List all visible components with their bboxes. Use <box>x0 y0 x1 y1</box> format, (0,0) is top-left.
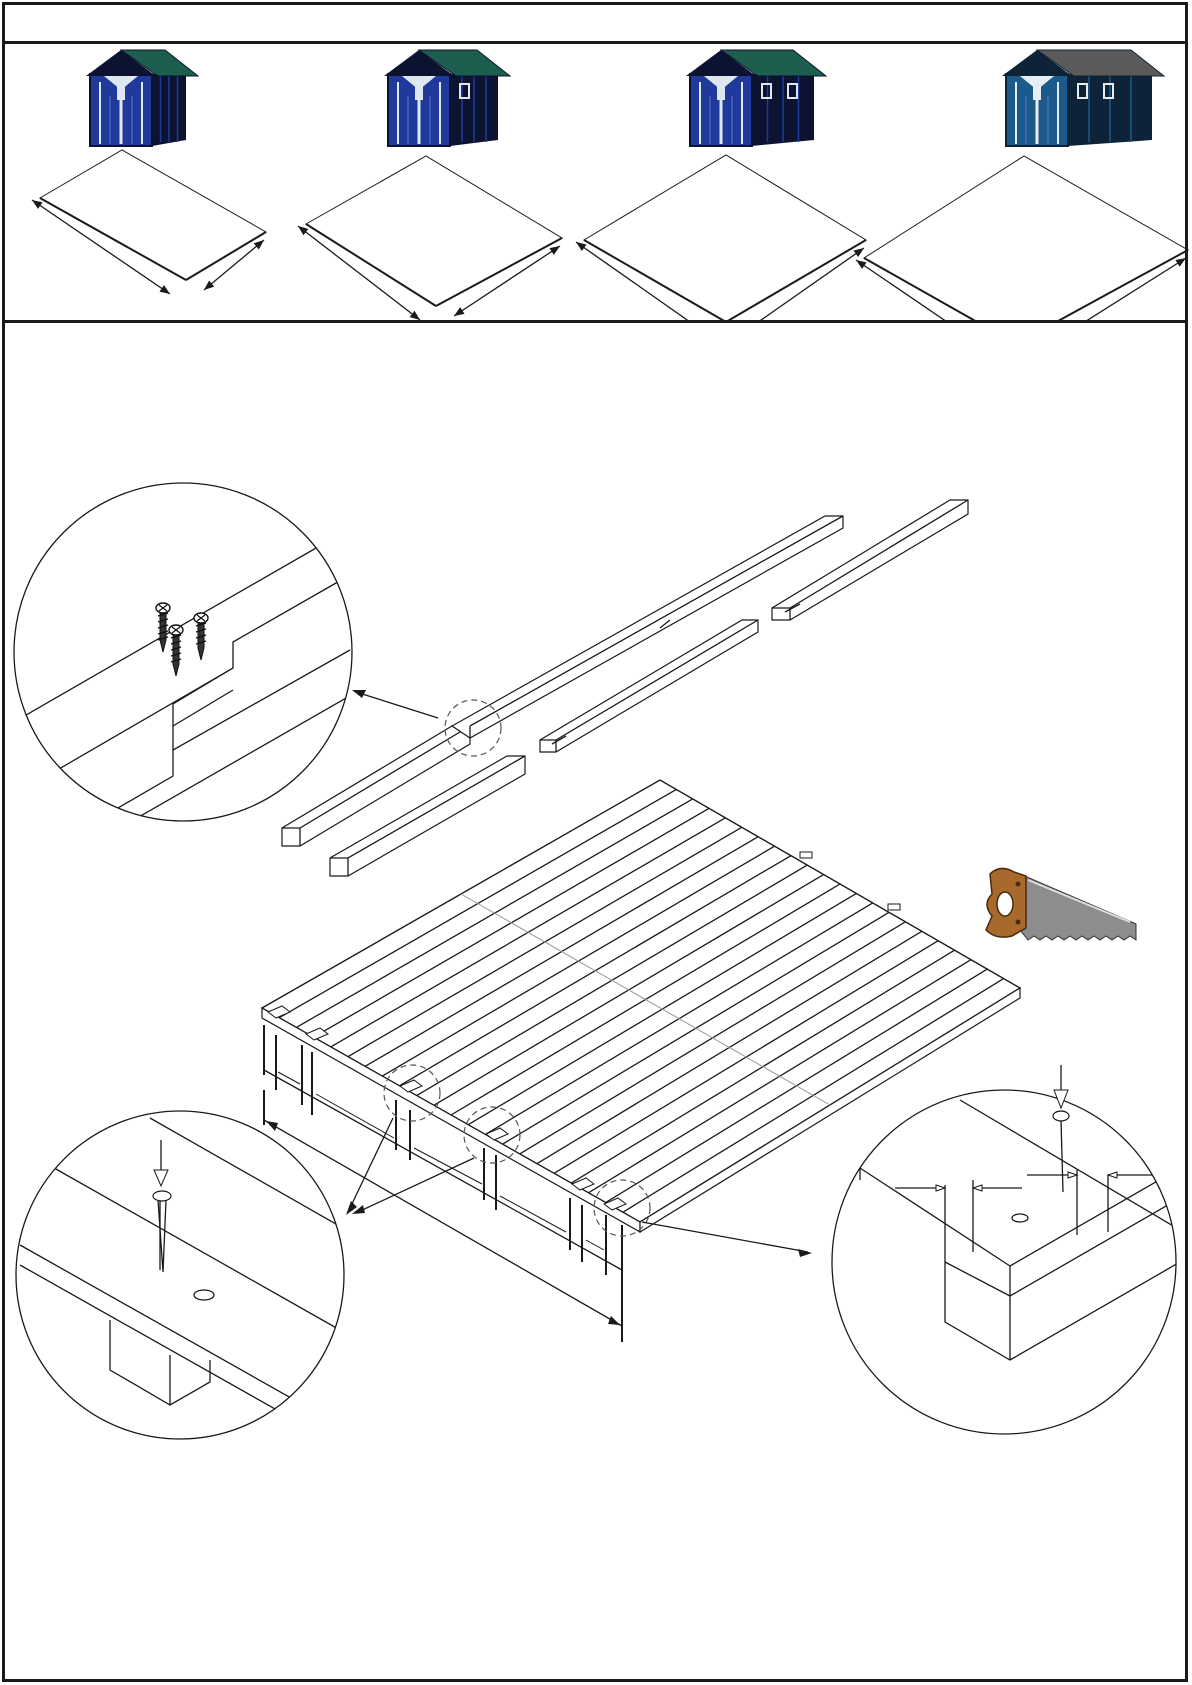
nail-center-detail <box>16 1111 350 1440</box>
screw-2 <box>169 625 183 676</box>
screw-1 <box>156 603 170 652</box>
screw-3 <box>194 613 208 660</box>
joint-leader <box>356 692 438 718</box>
joist-b <box>330 756 525 876</box>
joist-a <box>282 726 470 846</box>
corner-offset-detail <box>832 1065 1180 1434</box>
saw-icon <box>986 868 1136 940</box>
screw-joint-detail <box>0 483 360 845</box>
